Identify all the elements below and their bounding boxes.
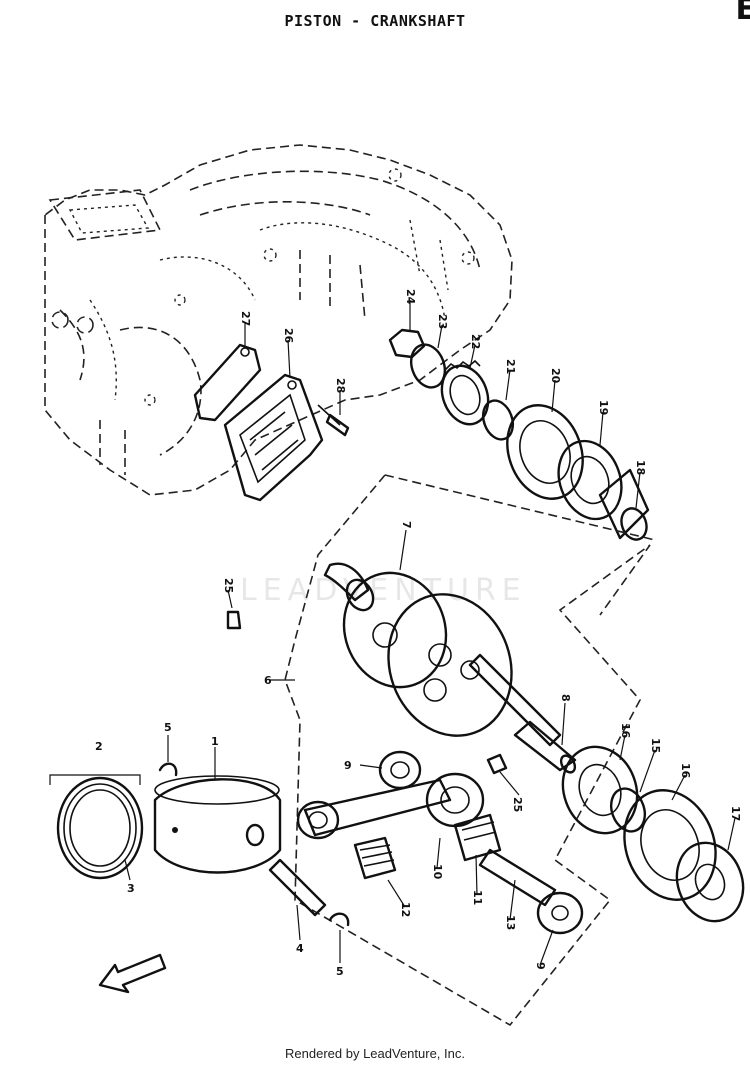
callout-28: 28 <box>334 378 347 393</box>
forward-arrow-icon: FWD <box>98 953 167 994</box>
piston-parts <box>49 762 350 927</box>
callout-24: 24 <box>404 289 417 305</box>
callout-5b: 5 <box>336 965 344 978</box>
watermark-text: LEADVENTURE <box>240 573 527 608</box>
callout-4: 4 <box>296 942 304 955</box>
callout-23a: 23 <box>436 314 449 329</box>
callout-22: 22 <box>469 334 482 349</box>
callout-6: 6 <box>264 674 272 687</box>
callout-7: 7 <box>400 521 413 529</box>
callout-11: 11 <box>471 890 484 905</box>
crankshaft-parts <box>226 562 577 774</box>
callout-21: 21 <box>504 359 517 374</box>
callout-labels: 24 23 22 21 20 19 18 27 26 28 7 25 6 8 9… <box>95 289 742 978</box>
seal-plate-parts <box>193 343 350 502</box>
corner-mark: E <box>735 0 750 27</box>
callout-25a: 25 <box>222 578 235 593</box>
assembly-box-edge <box>384 474 656 541</box>
callout-20: 20 <box>549 368 562 384</box>
callout-2: 2 <box>95 740 103 753</box>
primary-drive-parts <box>388 328 650 541</box>
callout-16b: 16 <box>679 763 692 779</box>
callout-10: 10 <box>431 864 444 880</box>
callout-9b: 9 <box>534 962 547 970</box>
diagram-title: PISTON - CRANKSHAFT <box>284 12 466 30</box>
callout-17: 17 <box>729 806 742 821</box>
callout-15a: 15 <box>649 738 662 753</box>
callout-16a: 16 <box>619 723 632 739</box>
callout-13: 13 <box>504 915 517 930</box>
callout-5a: 5 <box>164 721 172 734</box>
callout-8: 8 <box>559 694 572 702</box>
right-bearing-parts <box>486 745 745 923</box>
callout-27: 27 <box>239 311 252 326</box>
callout-12: 12 <box>399 902 412 917</box>
callout-26: 26 <box>282 328 295 344</box>
conrod-parts <box>296 750 584 935</box>
callout-19: 19 <box>597 400 610 415</box>
crankshaft-assembly-box <box>284 474 651 1027</box>
callout-3: 3 <box>127 882 135 895</box>
callout-18: 18 <box>634 460 647 475</box>
crankcase-outline <box>44 144 513 496</box>
callout-1: 1 <box>211 735 219 748</box>
callout-9a: 9 <box>344 759 352 772</box>
callout-25b: 25 <box>511 797 524 812</box>
leader-lines <box>124 300 736 966</box>
footer-credit: Rendered by LeadVenture, Inc. <box>285 1046 465 1061</box>
